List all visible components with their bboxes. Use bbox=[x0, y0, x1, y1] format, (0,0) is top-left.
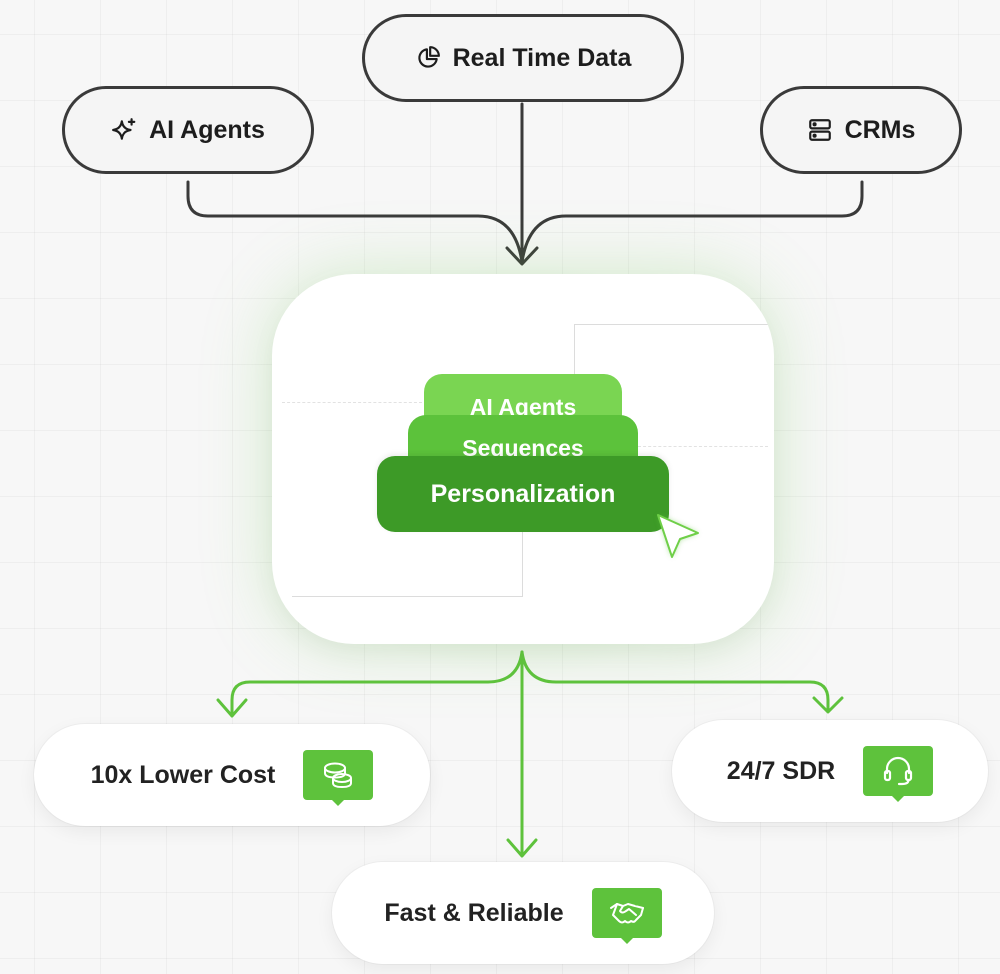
source-crms: CRMs bbox=[760, 86, 962, 174]
engine-card: AI Agents Sequences Personalization bbox=[272, 274, 774, 644]
frame-dash bbox=[282, 402, 422, 403]
arrowhead-lower-cost bbox=[216, 698, 248, 718]
pointer-cursor-icon bbox=[657, 514, 699, 558]
outcome-label: 24/7 SDR bbox=[726, 756, 836, 785]
stack-card-label: Personalization bbox=[430, 479, 616, 508]
pie-chart-icon bbox=[415, 45, 441, 71]
handshake-icon bbox=[609, 895, 645, 931]
arrowhead-fast-reliable bbox=[506, 838, 538, 858]
stack-card-personalization[interactable]: Personalization bbox=[377, 456, 669, 532]
frame-line bbox=[522, 489, 523, 597]
source-real-time-data: Real Time Data bbox=[362, 14, 684, 102]
wire-crms bbox=[520, 180, 864, 264]
outcome-lower-cost: 10x Lower Cost bbox=[34, 724, 430, 826]
frame-dash bbox=[638, 446, 768, 447]
wire-ai-agents bbox=[186, 180, 524, 264]
outcome-fast-reliable: Fast & Reliable bbox=[332, 862, 714, 964]
headset-icon bbox=[880, 753, 916, 789]
outcome-label: 10x Lower Cost bbox=[90, 760, 276, 789]
coins-icon bbox=[320, 757, 356, 793]
wire-24-7-sdr bbox=[520, 650, 830, 712]
source-label: Real Time Data bbox=[452, 43, 632, 72]
arrowhead-24-7-sdr bbox=[812, 696, 844, 714]
wire-lower-cost bbox=[230, 650, 524, 716]
source-label: AI Agents bbox=[149, 115, 265, 144]
frame-line bbox=[574, 324, 774, 325]
outcome-badge bbox=[591, 888, 662, 944]
sparkle-icon bbox=[111, 117, 137, 143]
source-ai-agents: AI Agents bbox=[62, 86, 314, 174]
arrowhead-input bbox=[505, 246, 539, 266]
outcome-badge bbox=[863, 746, 934, 802]
source-label: CRMs bbox=[844, 115, 916, 144]
outcome-badge bbox=[303, 750, 374, 806]
outcome-label: Fast & Reliable bbox=[384, 898, 564, 927]
outcome-24-7-sdr: 24/7 SDR bbox=[672, 720, 988, 822]
database-icon bbox=[807, 117, 833, 143]
frame-line bbox=[292, 596, 523, 597]
